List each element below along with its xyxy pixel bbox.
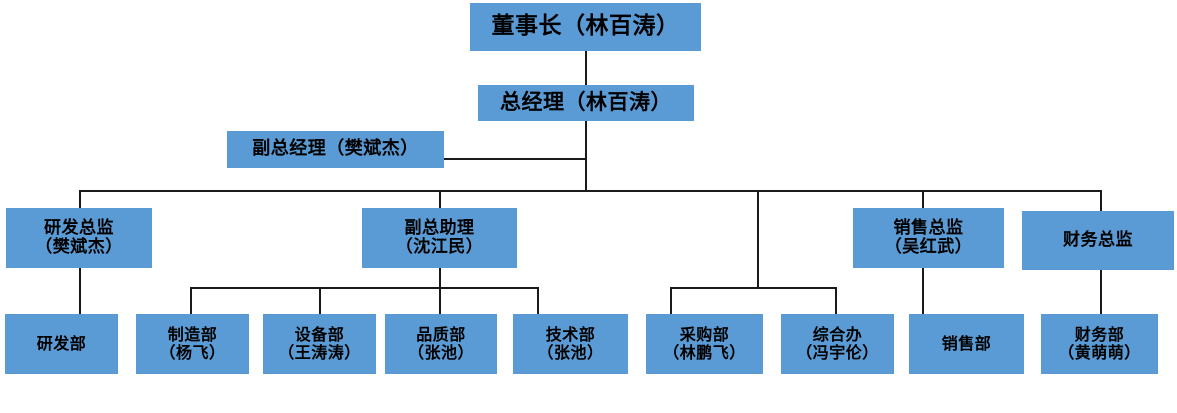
node-deputy-assistant[interactable]: 副总助理 （沈江民） [362, 208, 517, 268]
node-equipment-dept[interactable]: 设备部 （王涛涛） [263, 314, 376, 374]
connector-level3-bar [79, 190, 1101, 192]
connector-gm-trunk [585, 121, 587, 191]
node-sales-director[interactable]: 销售总监 （吴红武） [853, 208, 1004, 268]
node-finance-dept[interactable]: 财务部 （黄萌萌） [1041, 314, 1158, 374]
connector-chairman-to-gm [585, 51, 587, 85]
connector-drop-manufacturing [190, 287, 192, 314]
node-rd-director-label: 研发总监 （樊斌杰） [35, 217, 123, 257]
node-sales-dept-label: 销售部 [941, 334, 992, 354]
node-general-affairs-office-label: 综合办 （冯宇伦） [796, 325, 879, 362]
connector-drop-rd-director [79, 190, 81, 209]
connector-drop-technology [537, 287, 539, 314]
node-manufacturing-dept-label: 制造部 （杨飞） [159, 325, 226, 362]
node-chairman[interactable]: 董事长（林百涛） [470, 3, 701, 51]
connector-deputy-assistant-to-subbar [439, 268, 441, 288]
connector-finance-director-to-finance-dept [1100, 270, 1102, 314]
node-rd-dept-label: 研发部 [36, 334, 87, 354]
node-manufacturing-dept[interactable]: 制造部 （杨飞） [136, 314, 249, 374]
connector-admin-subbar [670, 287, 837, 289]
node-deputy-assistant-label: 副总助理 （沈江民） [395, 217, 484, 257]
node-deputy-general-manager-label: 副总经理（樊斌杰） [252, 138, 419, 160]
connector-sales-director-to-sales-dept [922, 268, 924, 314]
node-purchasing-dept-label: 采购部 （林鹏飞） [663, 325, 746, 362]
node-finance-director-label: 财务总监 [1063, 229, 1133, 250]
node-quality-dept[interactable]: 品质部 （张池） [385, 314, 497, 374]
node-chairman-label: 董事长（林百涛） [491, 13, 680, 40]
connector-drop-purchasing [670, 287, 672, 314]
node-sales-director-label: 销售总监 （吴红武） [884, 217, 973, 257]
connector-drop-equipment [319, 287, 321, 314]
node-rd-dept[interactable]: 研发部 [5, 314, 118, 374]
node-finance-director[interactable]: 财务总监 [1022, 211, 1174, 270]
connector-drop-finance-director [1100, 190, 1102, 211]
node-deputy-general-manager[interactable]: 副总经理（樊斌杰） [227, 131, 444, 168]
node-sales-dept[interactable]: 销售部 [909, 314, 1024, 374]
connector-drop-quality [439, 287, 441, 314]
node-quality-dept-label: 品质部 （张池） [407, 325, 474, 362]
connector-drop-to-admin-subbar [757, 190, 759, 288]
node-technology-dept-label: 技术部 （张池） [537, 325, 604, 362]
node-general-manager[interactable]: 总经理（林百涛） [478, 85, 694, 121]
connector-rd-director-to-rd-dept [79, 268, 81, 314]
connector-drop-deputy-assistant [439, 190, 441, 209]
node-equipment-dept-label: 设备部 （王涛涛） [278, 325, 361, 362]
connector-assistant-subbar [190, 287, 539, 289]
connector-deputy-gm-tie [444, 158, 586, 160]
node-purchasing-dept[interactable]: 采购部 （林鹏飞） [646, 314, 763, 374]
node-general-manager-label: 总经理（林百涛） [500, 90, 672, 115]
connector-drop-general-affairs [835, 287, 837, 314]
node-general-affairs-office[interactable]: 综合办 （冯宇伦） [781, 314, 894, 374]
connector-drop-sales-director [922, 190, 924, 209]
node-finance-dept-label: 财务部 （黄萌萌） [1058, 325, 1141, 362]
node-rd-director[interactable]: 研发总监 （樊斌杰） [6, 208, 152, 268]
node-technology-dept[interactable]: 技术部 （张池） [513, 314, 628, 374]
